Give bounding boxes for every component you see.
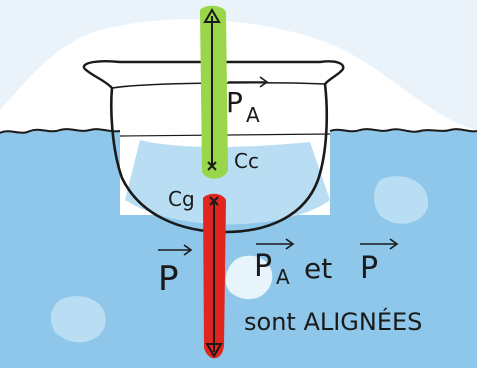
- buoyancy-subscript: A: [246, 103, 260, 127]
- buoyancy-arrow-wash: [200, 6, 228, 179]
- wash-patch: [51, 296, 106, 342]
- statement-vector-b: P: [360, 251, 378, 286]
- statement-line-2: sont ALIGNÉES: [244, 307, 422, 336]
- statement-connector: et: [304, 252, 332, 285]
- weight-symbol: P: [158, 259, 179, 299]
- center-of-gravity-label: Cg: [168, 187, 195, 211]
- statement-vector-a-subscript: A: [276, 265, 290, 289]
- statement-vector-a: P: [254, 249, 272, 284]
- buoyancy-symbol: P: [226, 86, 243, 119]
- center-of-buoyancy-label: Cc: [234, 149, 259, 173]
